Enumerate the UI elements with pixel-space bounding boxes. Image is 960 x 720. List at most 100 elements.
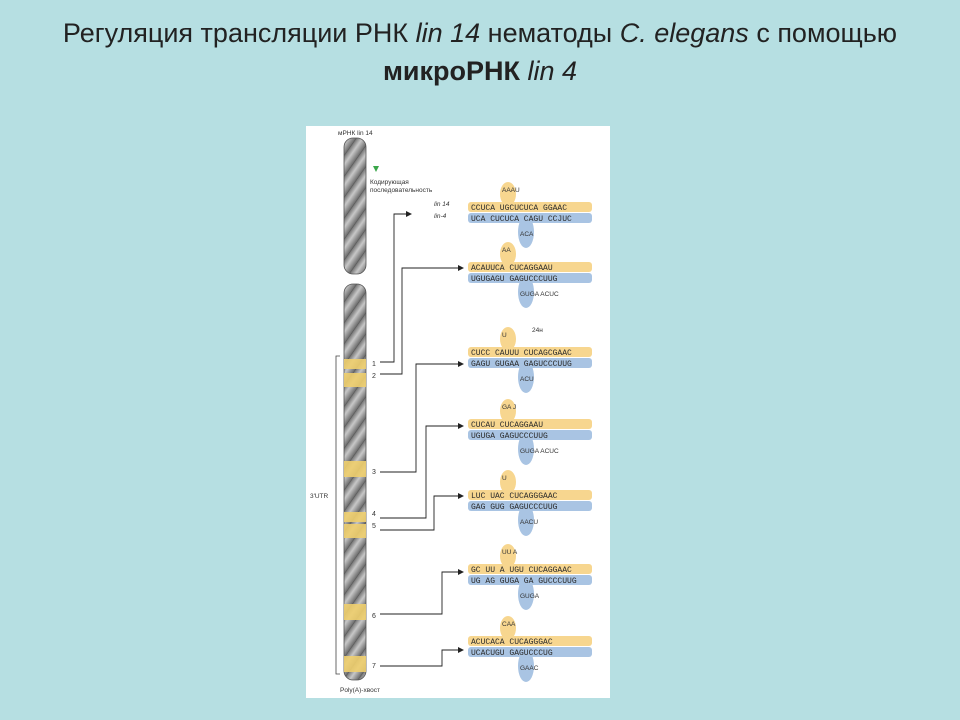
duplex-7: ACUCACA CUCAGGGAC UCACUGU GAGUCCCUG CAA GAA… xyxy=(468,616,592,682)
duplex-3-mrna-strand xyxy=(468,347,592,357)
duplex-2-mrna-seq: ACAUUCA CUCAGGAAU xyxy=(471,264,553,273)
rod-lower xyxy=(343,283,367,681)
duplex-2-mirna-seq: UGUGAGU GAGUCCCUUG xyxy=(471,275,558,284)
utr-label: 3'UTR xyxy=(310,493,329,500)
loop-size-label: 24н xyxy=(532,327,543,334)
site-band-5 xyxy=(344,524,366,538)
site-band-1 xyxy=(344,359,366,369)
site-band-3 xyxy=(344,461,366,477)
duplex-5-top-loop-seq: U xyxy=(502,475,507,482)
connector-7 xyxy=(380,649,458,667)
duplex-3-bottom-loop-seq: ACU xyxy=(520,376,534,383)
duplex-7-bottom-loop-seq: GAAC xyxy=(520,665,539,672)
duplex-1-bottom-loop xyxy=(518,216,534,248)
arrowheads xyxy=(406,211,464,653)
figure-panel: мРНК lin 14 Кодирующая последовательност… xyxy=(306,126,610,698)
title-text-2: lin 14 xyxy=(415,18,481,48)
title-text-3: нематоды xyxy=(480,18,620,48)
duplex-1-bottom-loop-seq: ACA xyxy=(520,231,534,238)
title-text-7 xyxy=(520,56,528,86)
connector-5 xyxy=(380,495,458,531)
duplex-5-mirna-strand xyxy=(468,501,592,511)
duplex-4-mrna-strand xyxy=(468,419,592,429)
duplex-1-top-loop xyxy=(500,182,516,206)
mrna-label: мРНК lin 14 xyxy=(338,130,373,137)
duplex-1-mirna-strand xyxy=(468,213,592,223)
duplex-5-mrna-strand xyxy=(468,490,592,500)
duplex-7-mirna-strand xyxy=(468,647,592,657)
title-text-1: Регуляция трансляции РНК xyxy=(62,18,416,48)
duplex-4-bottom-loop-seq: GUGA ACUC xyxy=(520,448,559,455)
site-number-3: 3 xyxy=(372,469,376,476)
duplex-1-mrna-strand xyxy=(468,202,592,212)
duplex-2-bottom-loop-seq: GUGA ACUC xyxy=(520,291,559,298)
title-text-8: lin 4 xyxy=(527,56,578,86)
duplex-5-bottom-loop-seq: AACU xyxy=(520,519,538,526)
rod-upper xyxy=(343,137,367,275)
site-number-4: 4 xyxy=(372,511,376,518)
duplex-4-bottom-loop xyxy=(518,433,534,465)
duplex-7-mrna-seq: ACUCACA CUCAGGGAC xyxy=(471,638,553,647)
site-band-4 xyxy=(344,512,366,522)
duplex-4-mrna-seq: CUCAU CUCAGGAAU xyxy=(471,421,543,430)
site-number-5: 5 xyxy=(372,523,376,530)
connector-6 xyxy=(380,571,458,615)
duplex-2-top-loop xyxy=(500,242,516,266)
title-text-5: с помощью xyxy=(748,18,898,48)
duplex-2-bottom-loop xyxy=(518,276,534,308)
duplex-4-top-loop-seq: GA J xyxy=(502,404,516,411)
connector-4 xyxy=(380,425,458,519)
utr-bracket xyxy=(335,355,340,675)
duplex-6-mrna-seq: GC UU A UGU CUCAGGAAC xyxy=(471,566,572,575)
lin14-diagram: мРНК lin 14 Кодирующая последовательност… xyxy=(310,130,592,694)
duplex-1: CCUCA UGCUCUCA GGAAC UCA CUCUCA CAGU CCJU… xyxy=(468,182,592,248)
start-marker-icon xyxy=(373,166,379,172)
duplex-4-top-loop xyxy=(500,399,516,423)
duplex-7-bottom-loop xyxy=(518,650,534,682)
site-band-6 xyxy=(344,604,366,620)
arrow-3-icon xyxy=(458,361,464,367)
duplex-6-top-loop xyxy=(500,544,516,568)
duplex-1-mirna-seq: UCA CUCUCA CAGU CCJUC xyxy=(471,215,572,224)
duplex-6-mirna-seq: UG AG GUGA GA GUCCCUUG xyxy=(471,577,577,586)
title-text-4: C. elegans xyxy=(619,18,749,48)
site-number-7: 7 xyxy=(372,663,376,670)
lin4-key-label: lin-4 xyxy=(434,213,447,220)
connector-2 xyxy=(380,267,458,375)
connector-3 xyxy=(380,363,458,473)
connector-1 xyxy=(380,213,406,363)
duplex-2-mrna-strand xyxy=(468,262,592,272)
lin14-key-label: lin 14 xyxy=(434,201,450,208)
duplex-2-top-loop-seq: AA xyxy=(502,247,511,254)
duplex-group: CCUCA UGCUCUCA GGAAC UCA CUCUCA CAGU CCJU… xyxy=(468,182,592,682)
duplex-5-mrna-seq: LUC UAC CUCAGGGAAC xyxy=(471,492,558,501)
duplex-7-top-loop xyxy=(500,616,516,640)
duplex-2: ACAUUCA CUCAGGAAU UGUGAGU GAGUCCCUUG AA GUG… xyxy=(468,242,592,308)
duplex-6-mirna-strand xyxy=(468,575,592,585)
coding-label-1: Кодирующая xyxy=(370,179,409,186)
arrow-2-icon xyxy=(458,265,464,271)
site-number-6: 6 xyxy=(372,613,376,620)
duplex-3-mirna-strand xyxy=(468,358,592,368)
duplex-6-top-loop-seq: UU A xyxy=(502,549,518,556)
slide-title: Регуляция трансляции РНК lin 14 нематоды… xyxy=(40,14,920,90)
mrna-rod xyxy=(343,137,367,681)
duplex-3-mrna-seq: CUCC CAUUU CUCAGCGAAC xyxy=(471,349,572,358)
duplex-7-mrna-strand xyxy=(468,636,592,646)
arrow-1-icon xyxy=(406,211,412,217)
site-number-2: 2 xyxy=(372,373,376,380)
duplex-3-top-loop-seq: U xyxy=(502,332,507,339)
duplex-6-mrna-strand xyxy=(468,564,592,574)
duplex-6: GC UU A UGU CUCAGGAAC UG AG GUGA GA GUCCC… xyxy=(468,544,592,610)
duplex-1-mrna-seq: CCUCA UGCUCUCA GGAAC xyxy=(471,204,567,213)
site-number-1: 1 xyxy=(372,361,376,368)
title-text-6: микроРНК xyxy=(382,56,520,86)
duplex-2-mirna-strand xyxy=(468,273,592,283)
duplex-7-top-loop-seq: CAA xyxy=(502,621,516,628)
arrow-5-icon xyxy=(458,493,464,499)
duplex-4-mirna-seq: UGUGA GAGUCCCUUG xyxy=(471,432,548,441)
duplex-7-mirna-seq: UCACUGU GAGUCCCUG xyxy=(471,649,553,658)
duplex-6-bottom-loop xyxy=(518,578,534,610)
